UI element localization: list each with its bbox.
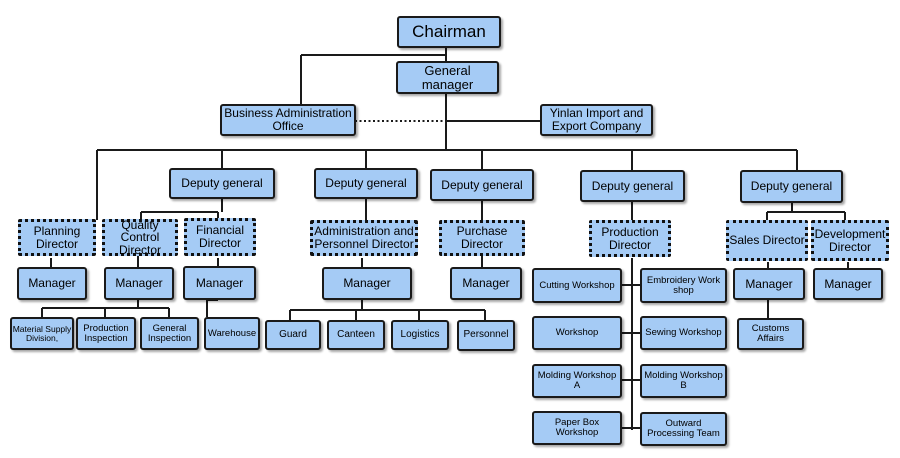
production-inspection-box: Production Inspection <box>76 317 136 350</box>
general-inspection-label: General Inspection <box>147 322 192 344</box>
logistics-box: Logistics <box>391 320 449 350</box>
chairman-label: Chairman <box>412 22 486 42</box>
purchase-director-box: Purchase Director <box>439 220 525 256</box>
business-admin-office-label: Business Administration Office <box>224 106 352 133</box>
connector <box>41 300 170 317</box>
manager-qc-label: Manager <box>115 276 163 291</box>
customs-affairs-box: Customs Affairs <box>737 318 804 350</box>
sewing-workshop-box: Sewing Workshop <box>640 316 727 350</box>
business-admin-office-box: Business Administration Office <box>220 104 356 136</box>
chairman-box: Chairman <box>397 16 501 48</box>
embroidery-workshop-label: Embroidery Work shop <box>646 274 721 296</box>
development-director-box: Development Director <box>811 220 889 261</box>
connector <box>206 299 218 317</box>
canteen-label: Canteen <box>337 328 375 340</box>
material-supply-box: Material Supply Division, <box>10 317 74 350</box>
paper-box-workshop-box: Paper Box Workshop <box>532 411 622 445</box>
cutting-workshop-label: Cutting Workshop <box>539 279 615 291</box>
personnel-box: Personnel <box>457 320 515 351</box>
sewing-workshop-label: Sewing Workshop <box>645 327 722 339</box>
manager-financial-label: Manager <box>195 275 244 290</box>
qc-director-label: Quality Control Director <box>118 217 161 257</box>
workshop-label: Workshop <box>555 327 599 339</box>
manager-development-label: Manager <box>824 276 872 291</box>
production-director-box: Production Director <box>589 220 671 257</box>
deputy-general-4-label: Deputy general <box>591 178 674 193</box>
deputy-general-1-box: Deputy general <box>169 168 275 199</box>
manager-purchase-box: Manager <box>450 267 522 300</box>
sales-director-label: Sales Director <box>729 233 805 248</box>
canteen-box: Canteen <box>327 320 385 350</box>
general-manager-label: General manager <box>421 62 474 92</box>
deputy-general-5-box: Deputy general <box>740 170 843 203</box>
molding-workshop-b-box: Molding Workshop B <box>640 364 727 398</box>
connector <box>300 47 447 105</box>
connector <box>766 203 846 220</box>
manager-qc-box: Manager <box>104 267 174 300</box>
deputy-general-3-box: Deputy general <box>430 169 534 201</box>
material-supply-label: Material Supply Division, <box>12 323 72 343</box>
general-manager-box: General manager <box>396 61 499 94</box>
manager-sales-label: Manager <box>745 276 793 291</box>
development-director-label: Development Director <box>814 226 886 254</box>
manager-development-box: Manager <box>813 268 883 300</box>
general-inspection-box: General Inspection <box>140 317 199 350</box>
deputy-general-4-box: Deputy general <box>580 170 685 202</box>
customs-affairs-label: Customs Affairs <box>751 323 790 344</box>
connector <box>140 198 223 220</box>
planning-director-label: Planning Director <box>33 223 81 251</box>
outward-processing-label: Outward Processing Team <box>647 418 720 439</box>
deputy-general-2-label: Deputy general <box>325 176 407 191</box>
cutting-workshop-box: Cutting Workshop <box>532 268 622 303</box>
deputy-general-1-label: Deputy general <box>181 176 263 191</box>
molding-workshop-a-label: Molding Workshop A <box>537 370 617 391</box>
yinlan-company-box: Yinlan Import and Export Company <box>540 104 653 136</box>
production-director-label: Production Director <box>601 224 659 252</box>
manager-sales-box: Manager <box>733 268 805 300</box>
connector <box>221 150 798 170</box>
paper-box-workshop-label: Paper Box Workshop <box>554 417 600 438</box>
molding-workshop-b-label: Molding Workshop B <box>644 370 723 391</box>
guard-label: Guard <box>279 328 307 340</box>
financial-director-label: Financial Director <box>195 223 245 250</box>
embroidery-workshop-box: Embroidery Work shop <box>640 268 727 303</box>
workshop-box: Workshop <box>532 316 622 350</box>
manager-planning-label: Manager <box>28 276 76 291</box>
connector <box>289 300 486 320</box>
deputy-general-3-label: Deputy general <box>441 177 523 192</box>
molding-workshop-a-box: Molding Workshop A <box>532 364 622 398</box>
warehouse-label: Warehouse <box>207 327 257 339</box>
outward-processing-box: Outward Processing Team <box>640 412 727 446</box>
manager-planning-box: Manager <box>17 267 87 300</box>
yinlan-company-label: Yinlan Import and Export Company <box>549 106 644 133</box>
qc-director-box: Quality Control Director <box>102 217 178 257</box>
manager-financial-box: Manager <box>183 266 256 300</box>
purchase-director-label: Purchase Director <box>456 224 508 251</box>
sales-director-box: Sales Director <box>726 220 808 261</box>
connector <box>50 256 849 268</box>
manager-admin-box: Manager <box>322 267 412 300</box>
connector <box>622 284 640 429</box>
manager-admin-label: Manager <box>343 276 391 291</box>
admin-personnel-director-box: Administration and Personnel Director <box>310 220 418 256</box>
manager-purchase-label: Manager <box>462 276 510 291</box>
guard-box: Guard <box>265 320 321 350</box>
personnel-label: Personnel <box>463 329 509 341</box>
warehouse-box: Warehouse <box>204 317 260 350</box>
logistics-label: Logistics <box>400 328 440 340</box>
deputy-general-2-box: Deputy general <box>314 168 418 199</box>
production-inspection-label: Production Inspection <box>83 322 129 344</box>
financial-director-box: Financial Director <box>184 218 256 256</box>
admin-personnel-director-label: Administration and Personnel Director <box>314 224 414 251</box>
planning-director-box: Planning Director <box>18 219 96 256</box>
deputy-general-5-label: Deputy general <box>750 179 833 194</box>
